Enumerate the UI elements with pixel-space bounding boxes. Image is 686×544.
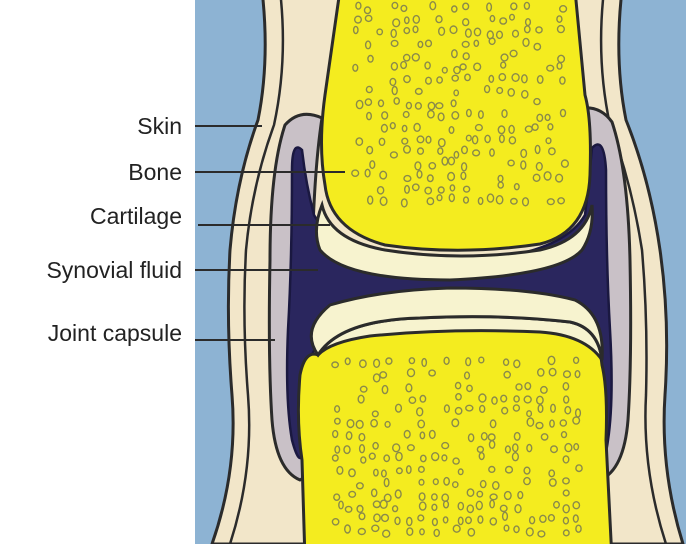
bone-upper [322,0,591,250]
label-joint-capsule: Joint capsule [48,320,182,346]
label-skin: Skin [137,113,182,139]
label-cartilage: Cartilage [90,203,182,229]
label-bone: Bone [128,159,182,185]
label-synovial-fluid: Synovial fluid [46,257,182,283]
